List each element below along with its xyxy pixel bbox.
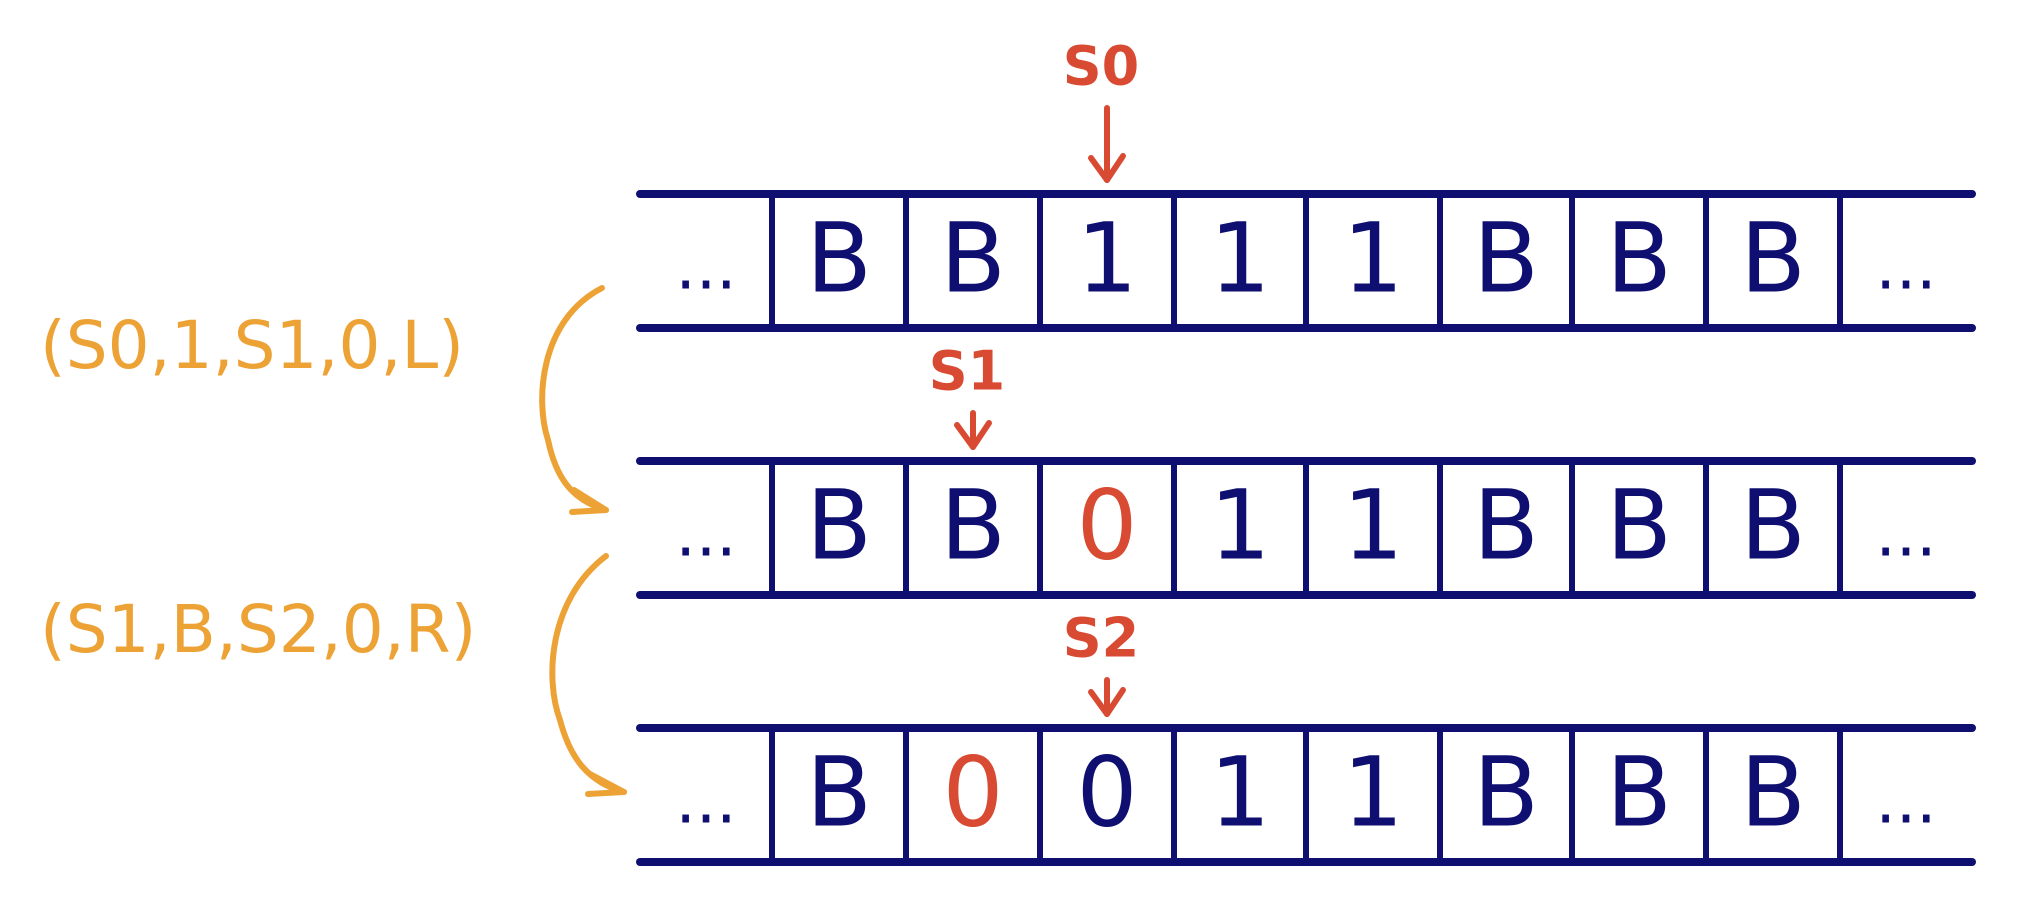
state-label: S0 [1063, 35, 1139, 98]
tape-cell-symbol: B [1606, 469, 1672, 581]
tape-cell-symbol: 1 [1209, 736, 1270, 848]
state-label: S2 [1063, 607, 1139, 670]
curved-arrow-icon [539, 285, 609, 513]
arrowhead [954, 420, 992, 450]
transition-label: (S0,1,S1,0,L) [40, 307, 464, 384]
tape-cell-symbol: 1 [1342, 469, 1403, 581]
transition-2: (S1,B,S2,0,R) [40, 553, 627, 797]
tape-right-ellipsis: ... [1875, 765, 1936, 839]
transition-1: (S0,1,S1,0,L) [40, 285, 609, 515]
tape-cell-symbol: B [1740, 736, 1806, 848]
tape-cell-symbol: 0 [1076, 469, 1137, 581]
arrowhead [1088, 153, 1126, 183]
tape-cell-symbol: 1 [1342, 202, 1403, 314]
tape-cell-symbol: 1 [1076, 202, 1137, 314]
head-pointer: S2 [1063, 607, 1139, 717]
tape-cell-symbol: B [1606, 202, 1672, 314]
tape-cell-symbol: B [940, 469, 1006, 581]
transition-label: (S1,B,S2,0,R) [40, 591, 476, 668]
tape-cell-symbol: B [1740, 202, 1806, 314]
tape-cell-symbol: B [1606, 736, 1672, 848]
tape-cell-symbol: B [806, 202, 872, 314]
state-label: S1 [929, 340, 1005, 403]
tape-cell-symbol: 1 [1209, 202, 1270, 314]
tape-cell-symbol: 1 [1209, 469, 1270, 581]
tape-right-ellipsis: ... [1875, 498, 1936, 572]
tape-left-ellipsis: ... [675, 498, 736, 572]
transitions: (S0,1,S1,0,L) (S1,B,S2,0,R) [40, 285, 627, 797]
tape-cell-symbol: B [806, 736, 872, 848]
tape-cell-symbol: B [1473, 202, 1539, 314]
tape-cell-symbol: 0 [1076, 736, 1137, 848]
tape-cell-symbol: 1 [1342, 736, 1403, 848]
tape-left-ellipsis: ... [675, 765, 736, 839]
tape-cell-symbol: 0 [942, 736, 1003, 848]
tape-right-ellipsis: ... [1875, 231, 1936, 305]
tape-cell-symbol: B [806, 469, 872, 581]
head-pointer: S0 [1063, 35, 1139, 183]
arrowhead [569, 487, 609, 515]
tape-cell-symbol: B [1473, 736, 1539, 848]
head-pointer: S1 [929, 340, 1005, 450]
tape-cell-symbol: B [940, 202, 1006, 314]
tape-left-ellipsis: ... [675, 231, 736, 305]
arrowhead [585, 771, 627, 797]
curved-arrow-icon [549, 553, 627, 795]
arrowhead [1088, 687, 1126, 717]
tape-cell-symbol: B [1740, 469, 1806, 581]
tape-cell-symbol: B [1473, 469, 1539, 581]
